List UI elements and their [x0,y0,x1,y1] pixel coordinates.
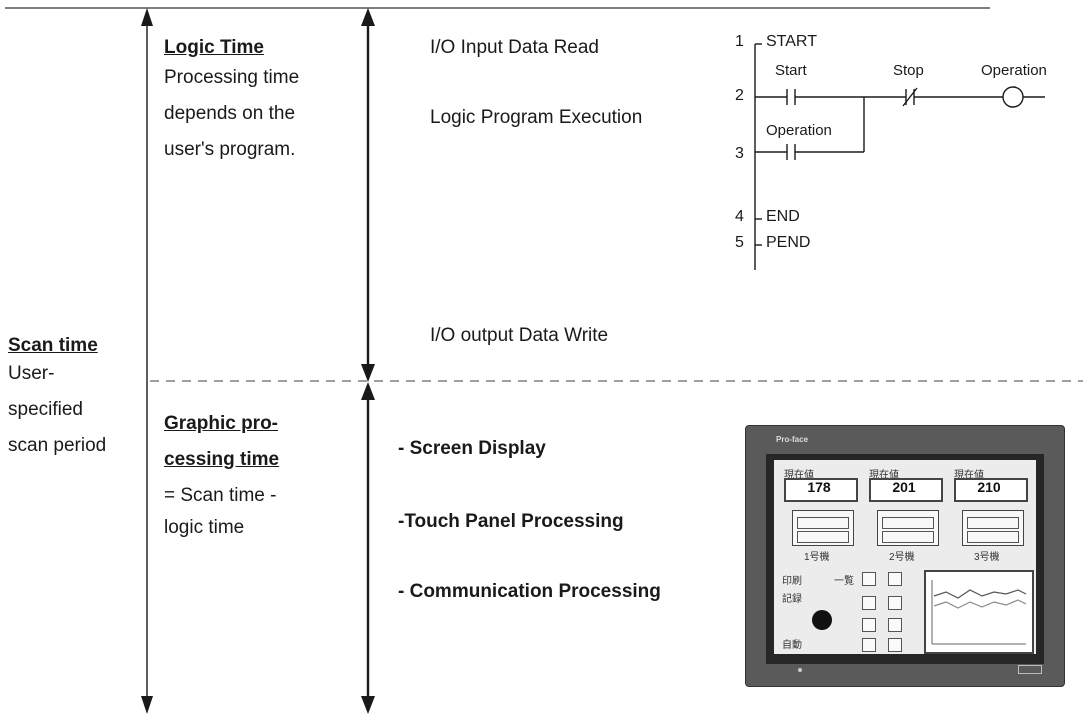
step-io-input: I/O Input Data Read [430,37,599,58]
hmi-brand-logo: Pro-face [776,435,809,444]
hmi-corner-logo [1018,665,1042,674]
hmi-unit-2 [877,510,939,546]
scan-time-heading: Scan time [8,335,98,356]
hmi-value-box-2 [869,478,943,502]
contact-start-label: Start [775,62,807,79]
logic-time-heading: Logic Time [164,37,264,58]
step-screen-display: - Screen Display [398,438,546,459]
logic-time-desc-1: Processing time [164,67,300,88]
hmi-button-label-2: 記録 [782,594,802,605]
hmi-square-7 [888,618,902,632]
logic-arrow-head-top [361,8,375,26]
hmi-button-label-4: 自動 [782,640,802,651]
hmi-button-label-3: 一覧 [834,576,854,587]
hmi-value-1: 178 [807,479,831,495]
hmi-knob-icon [812,610,832,630]
hmi-square-1 [862,572,876,586]
hmi-caption-3: 現在値 [954,470,984,481]
contact-operation-label: Operation [766,122,832,139]
hmi-panel-image: Pro-face 現在値 現在値 現在値 178 201 210 1号機 2号機… [745,425,1065,687]
hmi-square-3 [862,618,876,632]
scan-time-desc-2: specified [8,399,83,420]
graphic-time-desc-2: logic time [164,517,245,538]
step-io-output: I/O output Data Write [430,325,609,346]
step-communication: - Communication Processing [398,581,661,602]
rung-number-4: 4 [735,208,744,225]
hmi-unit-label-3: 3号機 [974,552,1000,563]
rung-number-5: 5 [735,234,744,251]
scan-arrow-head-top [141,8,153,26]
hmi-button-label-1: 印刷 [782,576,802,587]
hmi-screen: 現在値 現在値 現在値 178 201 210 1号機 2号機 3号機 印刷 記… [774,460,1036,654]
ladder-start-label: START [766,33,817,50]
scan-arrow-head-bottom [141,696,153,714]
hmi-unit-label-2: 2号機 [889,552,915,563]
rung-number-3: 3 [735,145,744,162]
graphic-arrow-head-top [361,382,375,400]
hmi-value-box-3 [954,478,1028,502]
ladder-end-label: END [766,208,800,225]
logic-time-desc-3: user's program. [164,139,296,160]
graphic-time-heading-2: cessing time [164,449,280,470]
coil-operation-label: Operation [981,62,1047,79]
step-touch-panel: -Touch Panel Processing [398,511,624,532]
logic-arrow-head-bottom [361,364,375,382]
hmi-square-2 [862,596,876,610]
ladder-diagram [754,43,1045,270]
rung-number-2: 2 [735,87,744,104]
hmi-caption-1: 現在値 [784,470,814,481]
hmi-unit-1 [792,510,854,546]
scan-time-desc-1: User- [8,363,55,384]
hmi-power-dot [798,668,802,672]
hmi-caption-2: 現在値 [869,470,899,481]
contact-stop-label: Stop [893,62,924,79]
rung-number-1: 1 [735,33,744,50]
hmi-square-6 [888,596,902,610]
graphic-time-desc-1: = Scan time - [164,485,277,506]
hmi-unit-3 [962,510,1024,546]
hmi-trend-graph [924,570,1034,654]
hmi-value-2: 201 [892,479,916,495]
hmi-value-box-1 [784,478,858,502]
graphic-arrow-head-bottom [361,696,375,714]
hmi-square-5 [888,572,902,586]
ladder-pend-label: PEND [766,234,811,251]
hmi-square-8 [888,638,902,652]
hmi-bezel: 現在値 現在値 現在値 178 201 210 1号機 2号機 3号機 印刷 記… [766,454,1044,664]
hmi-unit-label-1: 1号機 [804,552,830,563]
logic-time-desc-2: depends on the [164,103,296,124]
hmi-value-3: 210 [977,479,1001,495]
hmi-square-4 [862,638,876,652]
step-logic-exec: Logic Program Execution [430,107,643,128]
graphic-time-heading-1: Graphic pro- [164,413,279,434]
scan-time-desc-3: scan period [8,435,107,456]
